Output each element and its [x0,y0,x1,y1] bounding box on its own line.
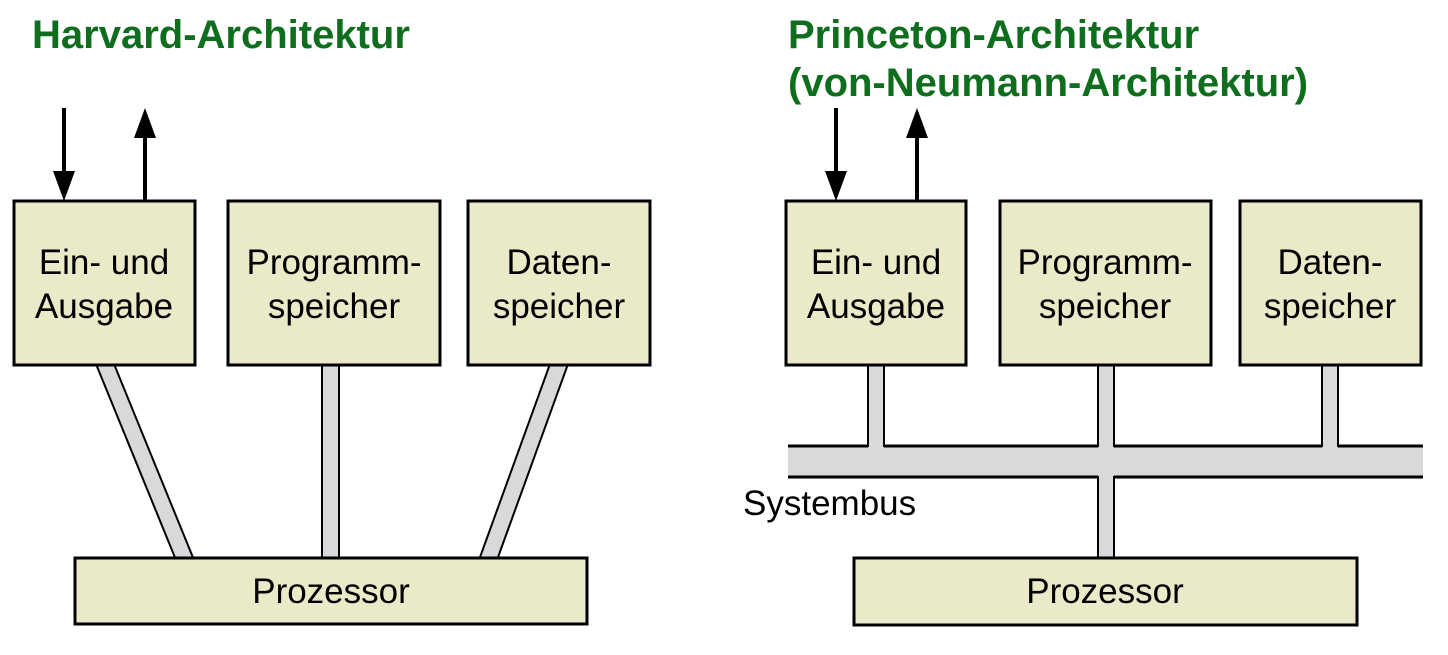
princeton-title-line1: Princeton-Architektur [788,13,1199,57]
connector-fill [1322,365,1338,470]
output-arrow-head [906,108,928,138]
program-memory-label-line1: Programm- [246,243,421,282]
data-memory-label-line2: speicher [1264,287,1397,326]
harvard-diagram: Harvard-Architektur Ein- und Ausgabe [12,13,652,626]
data-memory-box [466,199,652,367]
program-to-bus-connector [1097,365,1115,470]
input-arrow-icon [825,108,847,201]
input-arrow-head [825,171,847,201]
data-memory-label-line1: Daten- [506,243,611,282]
output-arrow-head [134,108,156,138]
io-box [12,199,197,367]
program-to-processor-connector [321,363,340,561]
io-box [784,199,968,367]
io-box-label-line1: Ein- und [39,243,169,282]
output-arrow-icon [906,108,928,201]
bus-to-processor-connector [1097,452,1115,560]
princeton-diagram: Princeton-Architektur (von-Neumann-Archi… [743,13,1423,627]
processor-label: Prozessor [1026,572,1184,611]
processor-box [852,556,1359,627]
data-to-bus-connector [1321,365,1339,470]
data-memory-box [1238,199,1423,367]
io-box-label-line1: Ein- und [811,243,941,282]
io-box-label-line2: Ausgabe [35,287,173,326]
connector-fill [1098,452,1114,560]
input-arrow-icon [53,108,75,201]
program-memory-label-line2: speicher [268,287,401,326]
output-arrow-icon [134,108,156,201]
data-to-processor-connector [477,363,570,561]
harvard-title: Harvard-Architektur [32,13,410,57]
data-memory-label-line2: speicher [493,287,626,326]
connector-fill [1098,365,1114,470]
connector-fill [868,365,884,470]
io-to-bus-connector [867,365,885,470]
program-memory-box [998,199,1213,367]
io-box-label-line2: Ausgabe [807,287,945,326]
processor-box [73,556,589,626]
data-memory-label-line1: Daten- [1277,243,1382,282]
program-memory-label-line1: Programm- [1017,243,1192,282]
io-to-processor-connector [94,363,196,561]
input-arrow-head [53,171,75,201]
program-memory-label-line2: speicher [1039,287,1172,326]
systembus-label: Systembus [743,484,916,523]
princeton-title-line2: (von-Neumann-Architektur) [788,61,1308,105]
processor-label: Prozessor [252,572,410,611]
program-memory-box [226,199,442,367]
